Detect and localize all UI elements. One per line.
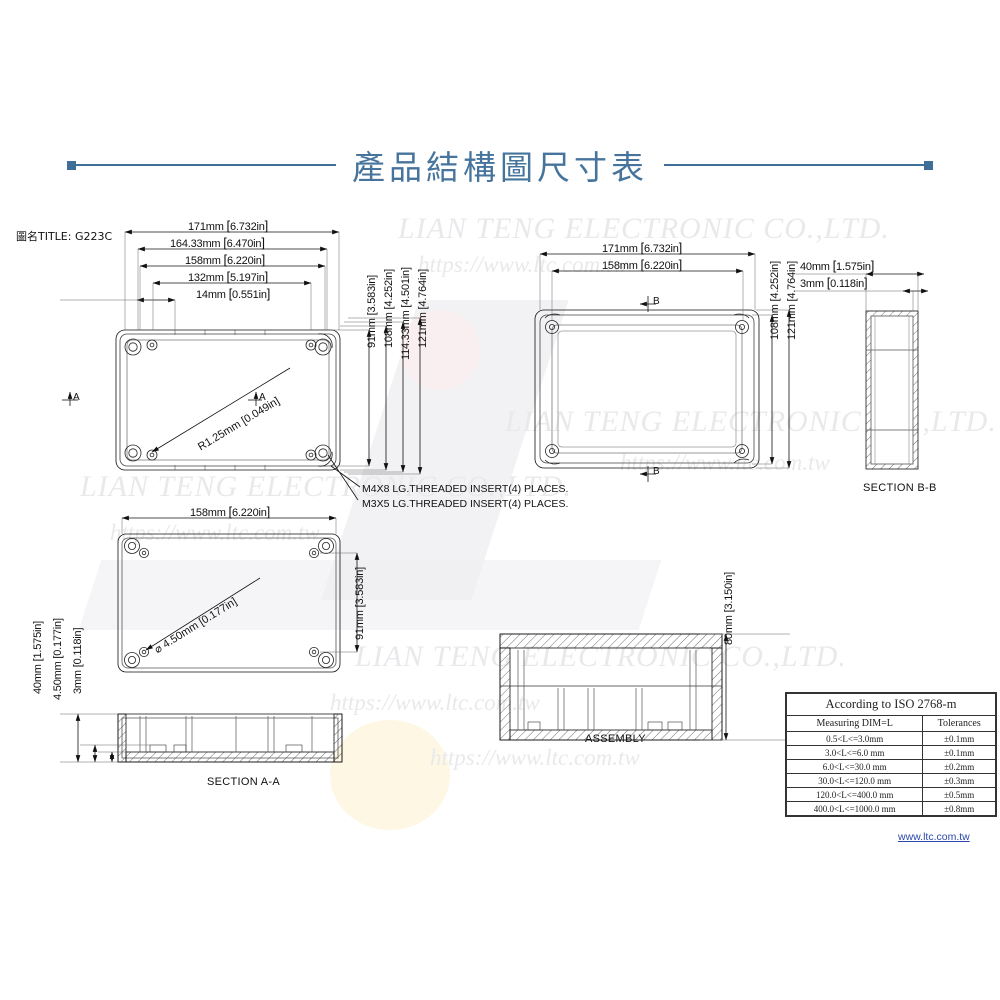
tolerance-header-dim: Measuring DIM=L — [785, 715, 924, 732]
page-title: 產品結構圖尺寸表 — [352, 148, 648, 187]
dim-base-91v: 91mm [3.583in] — [354, 566, 366, 640]
section-mark-b-bottom: B — [653, 466, 660, 477]
tolerance-value-5: ±0.5mm — [922, 787, 996, 802]
dim-assembly-80v: 80mm [3.150in] — [723, 571, 735, 645]
tolerance-range-5: 120.0<L<=400.0 mm — [785, 787, 924, 802]
dim-top-158: 158mm [6.220in] — [185, 252, 266, 267]
dim-top-171: 171mm [6.732in] — [188, 218, 269, 233]
tolerance-value-4: ±0.3mm — [922, 773, 996, 788]
title-rule-right — [664, 164, 924, 166]
dim-aa-40v: 40mm [1.575in] — [32, 620, 44, 694]
dim-top-14: 14mm [0.551in] — [196, 286, 271, 301]
table-row: 3.0<L<=6.0 mm ±0.1mm — [785, 745, 996, 760]
section-aa-label: SECTION A-A — [207, 776, 280, 788]
table-row: 6.0<L<=30.0 mm ±0.2mm — [785, 759, 996, 774]
dim-lid-158: 158mm [6.220in] — [602, 257, 683, 272]
table-row: 400.0<L<=1000.0 mm ±0.8mm — [785, 801, 996, 816]
insert-note-2: M3X5 LG.THREADED INSERT(4) PLACES. — [362, 498, 569, 510]
dim-top-164: 164.33mm [6.470in] — [170, 235, 265, 250]
table-row: 120.0<L<=400.0 mm ±0.5mm — [785, 787, 996, 802]
tolerance-range-1: 0.5<L<=3.0mm — [785, 731, 924, 746]
dim-top-132: 132mm [5.197in] — [188, 269, 269, 284]
table-row: 0.5<L<=3.0mm ±0.1mm — [785, 731, 996, 746]
page-title-band: 產品結構圖尺寸表 — [0, 130, 1000, 200]
dim-top-91v: 91mm [3.583in] — [366, 274, 378, 348]
drawing-title-label: 圖名TITLE: G223C — [16, 230, 113, 243]
section-mark-a-left: A — [73, 392, 80, 403]
assembly-label: ASSEMBLY — [585, 733, 646, 745]
tolerance-range-3: 6.0<L<=30.0 mm — [785, 759, 924, 774]
title-rule-left — [76, 164, 336, 166]
tolerance-table-title: According to ISO 2768-m — [786, 693, 996, 716]
tolerance-value-6: ±0.8mm — [922, 801, 996, 816]
table-row: 30.0<L<=120.0 mm ±0.3mm — [785, 773, 996, 788]
dim-bb-40: 40mm [1.575in] — [800, 258, 875, 273]
tolerance-range-6: 400.0<L<=1000.0 mm — [785, 801, 924, 816]
tolerance-value-1: ±0.1mm — [922, 731, 996, 746]
insert-note-1: M4X8 LG.THREADED INSERT(4) PLACES. — [362, 483, 569, 495]
dim-base-158: 158mm [6.220in] — [190, 504, 271, 519]
dim-lid-108v: 108mm [4.252in] — [769, 261, 781, 340]
dim-top-108v: 108mm [4.252in] — [383, 269, 395, 348]
dim-aa-450v: 4.50mm [0.177in] — [52, 618, 64, 700]
section-bb-label: SECTION B-B — [863, 482, 937, 494]
dim-bb-3: 3mm [0.118in] — [800, 275, 868, 290]
section-mark-a-right: A — [259, 392, 266, 403]
title-square-right — [924, 160, 933, 170]
dim-aa-3v: 3mm [0.118in] — [72, 627, 84, 694]
title-square-left — [67, 160, 76, 170]
footer-website-link[interactable]: www.ltc.com.tw — [898, 831, 970, 843]
tolerance-value-2: ±0.1mm — [922, 745, 996, 760]
dim-top-121v: 121mm [4.764in] — [417, 269, 429, 348]
tolerance-range-2: 3.0<L<=6.0 mm — [785, 745, 924, 760]
dim-top-114v: 114.33mm [4.501in] — [400, 267, 412, 360]
dim-lid-121v: 121mm [4.764in] — [786, 261, 798, 340]
tolerance-header-tol: Tolerances — [922, 715, 996, 732]
tolerance-range-4: 30.0<L<=120.0 mm — [785, 773, 924, 788]
tolerance-table: According to ISO 2768-m Measuring DIM=L … — [785, 692, 997, 817]
section-mark-b-top: B — [653, 296, 660, 307]
dim-lid-171: 171mm [6.732in] — [602, 240, 683, 255]
tolerance-value-3: ±0.2mm — [922, 759, 996, 774]
